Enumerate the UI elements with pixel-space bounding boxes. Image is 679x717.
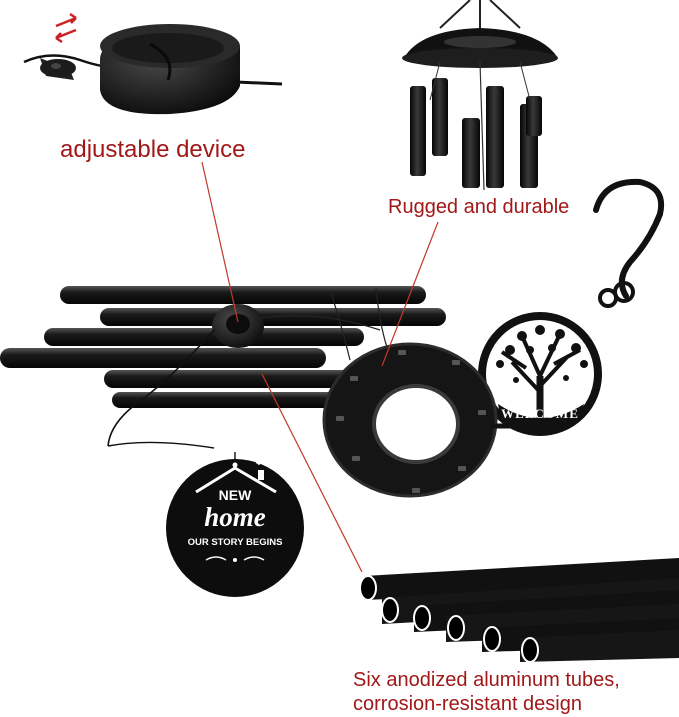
hanging-hook (593, 178, 664, 308)
caption-tubes-line-2: corrosion-resistant design (353, 693, 582, 715)
caption-adjustable-device: adjustable device (60, 136, 246, 163)
sign-line-home: home (204, 502, 266, 532)
wind-chime-top (402, 0, 558, 191)
caption-aluminum-tubes: Six anodized aluminum tubes, corrosion-r… (353, 668, 620, 716)
new-home-sign: NEW home OUR STORY BEGINS (166, 452, 304, 597)
sign-line-story: OUR STORY BEGINS (188, 537, 283, 548)
chime-top-ring (322, 342, 512, 498)
medallion-welcome-text: WELCOME (501, 406, 579, 421)
adjustable-device-closeup (23, 24, 283, 115)
sign-line-new: NEW (219, 487, 252, 503)
welcome-tree-medallion: WELCOME (478, 312, 602, 436)
double-arrow-icon (55, 12, 77, 44)
caption-rugged-durable: Rugged and durable (388, 196, 570, 218)
leader-lines (201, 161, 439, 573)
caption-tubes-line-1: Six anodized aluminum tubes, (353, 669, 620, 691)
aluminum-tubes-closeup (359, 558, 679, 663)
